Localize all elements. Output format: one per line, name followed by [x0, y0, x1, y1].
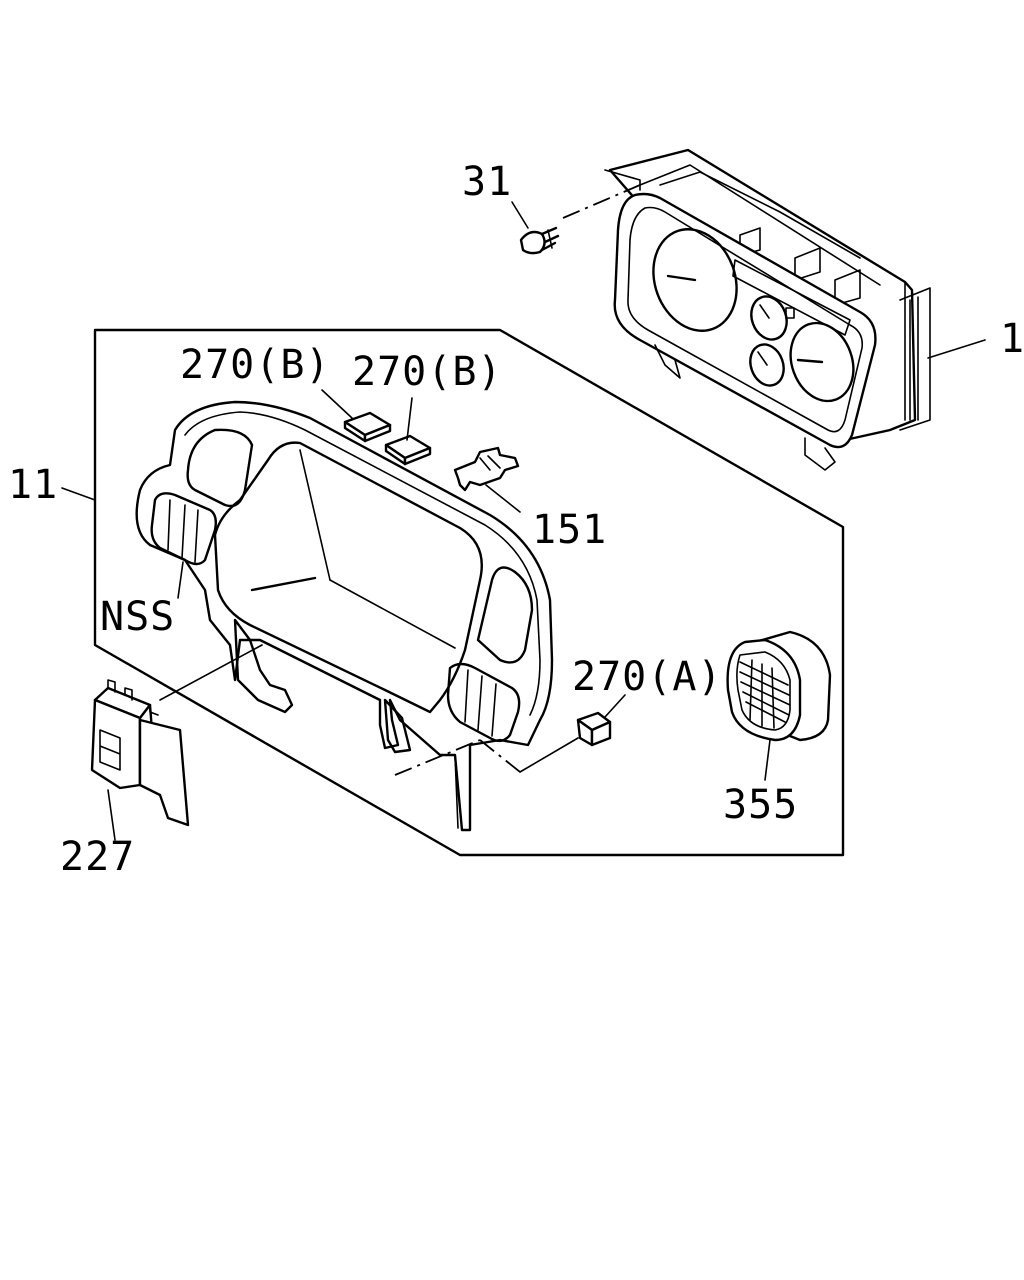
clip-270b-2 — [384, 434, 432, 466]
bracket — [453, 446, 520, 492]
label-panel: 11 — [8, 462, 58, 508]
instrument-panel-bezel — [135, 400, 554, 832]
air-vent — [726, 630, 832, 742]
screw — [519, 184, 641, 255]
instrument-cluster — [604, 148, 931, 471]
label-clip-a: 270(A) — [572, 654, 723, 700]
leader-lines — [61, 201, 986, 841]
label-clip-b1: 270(B) — [180, 342, 331, 388]
label-cluster: 1 — [1000, 316, 1024, 362]
label-clip-b2: 270(B) — [352, 349, 503, 395]
label-nss: NSS — [100, 594, 175, 640]
clip-270a — [576, 711, 612, 747]
switch-assembly — [90, 679, 190, 827]
group-outline — [93, 328, 845, 857]
label-vent: 355 — [723, 782, 798, 828]
clip-270b-1 — [343, 411, 392, 443]
label-bracket: 151 — [532, 507, 607, 553]
label-switch: 227 — [60, 834, 135, 880]
label-screw: 31 — [462, 159, 512, 205]
